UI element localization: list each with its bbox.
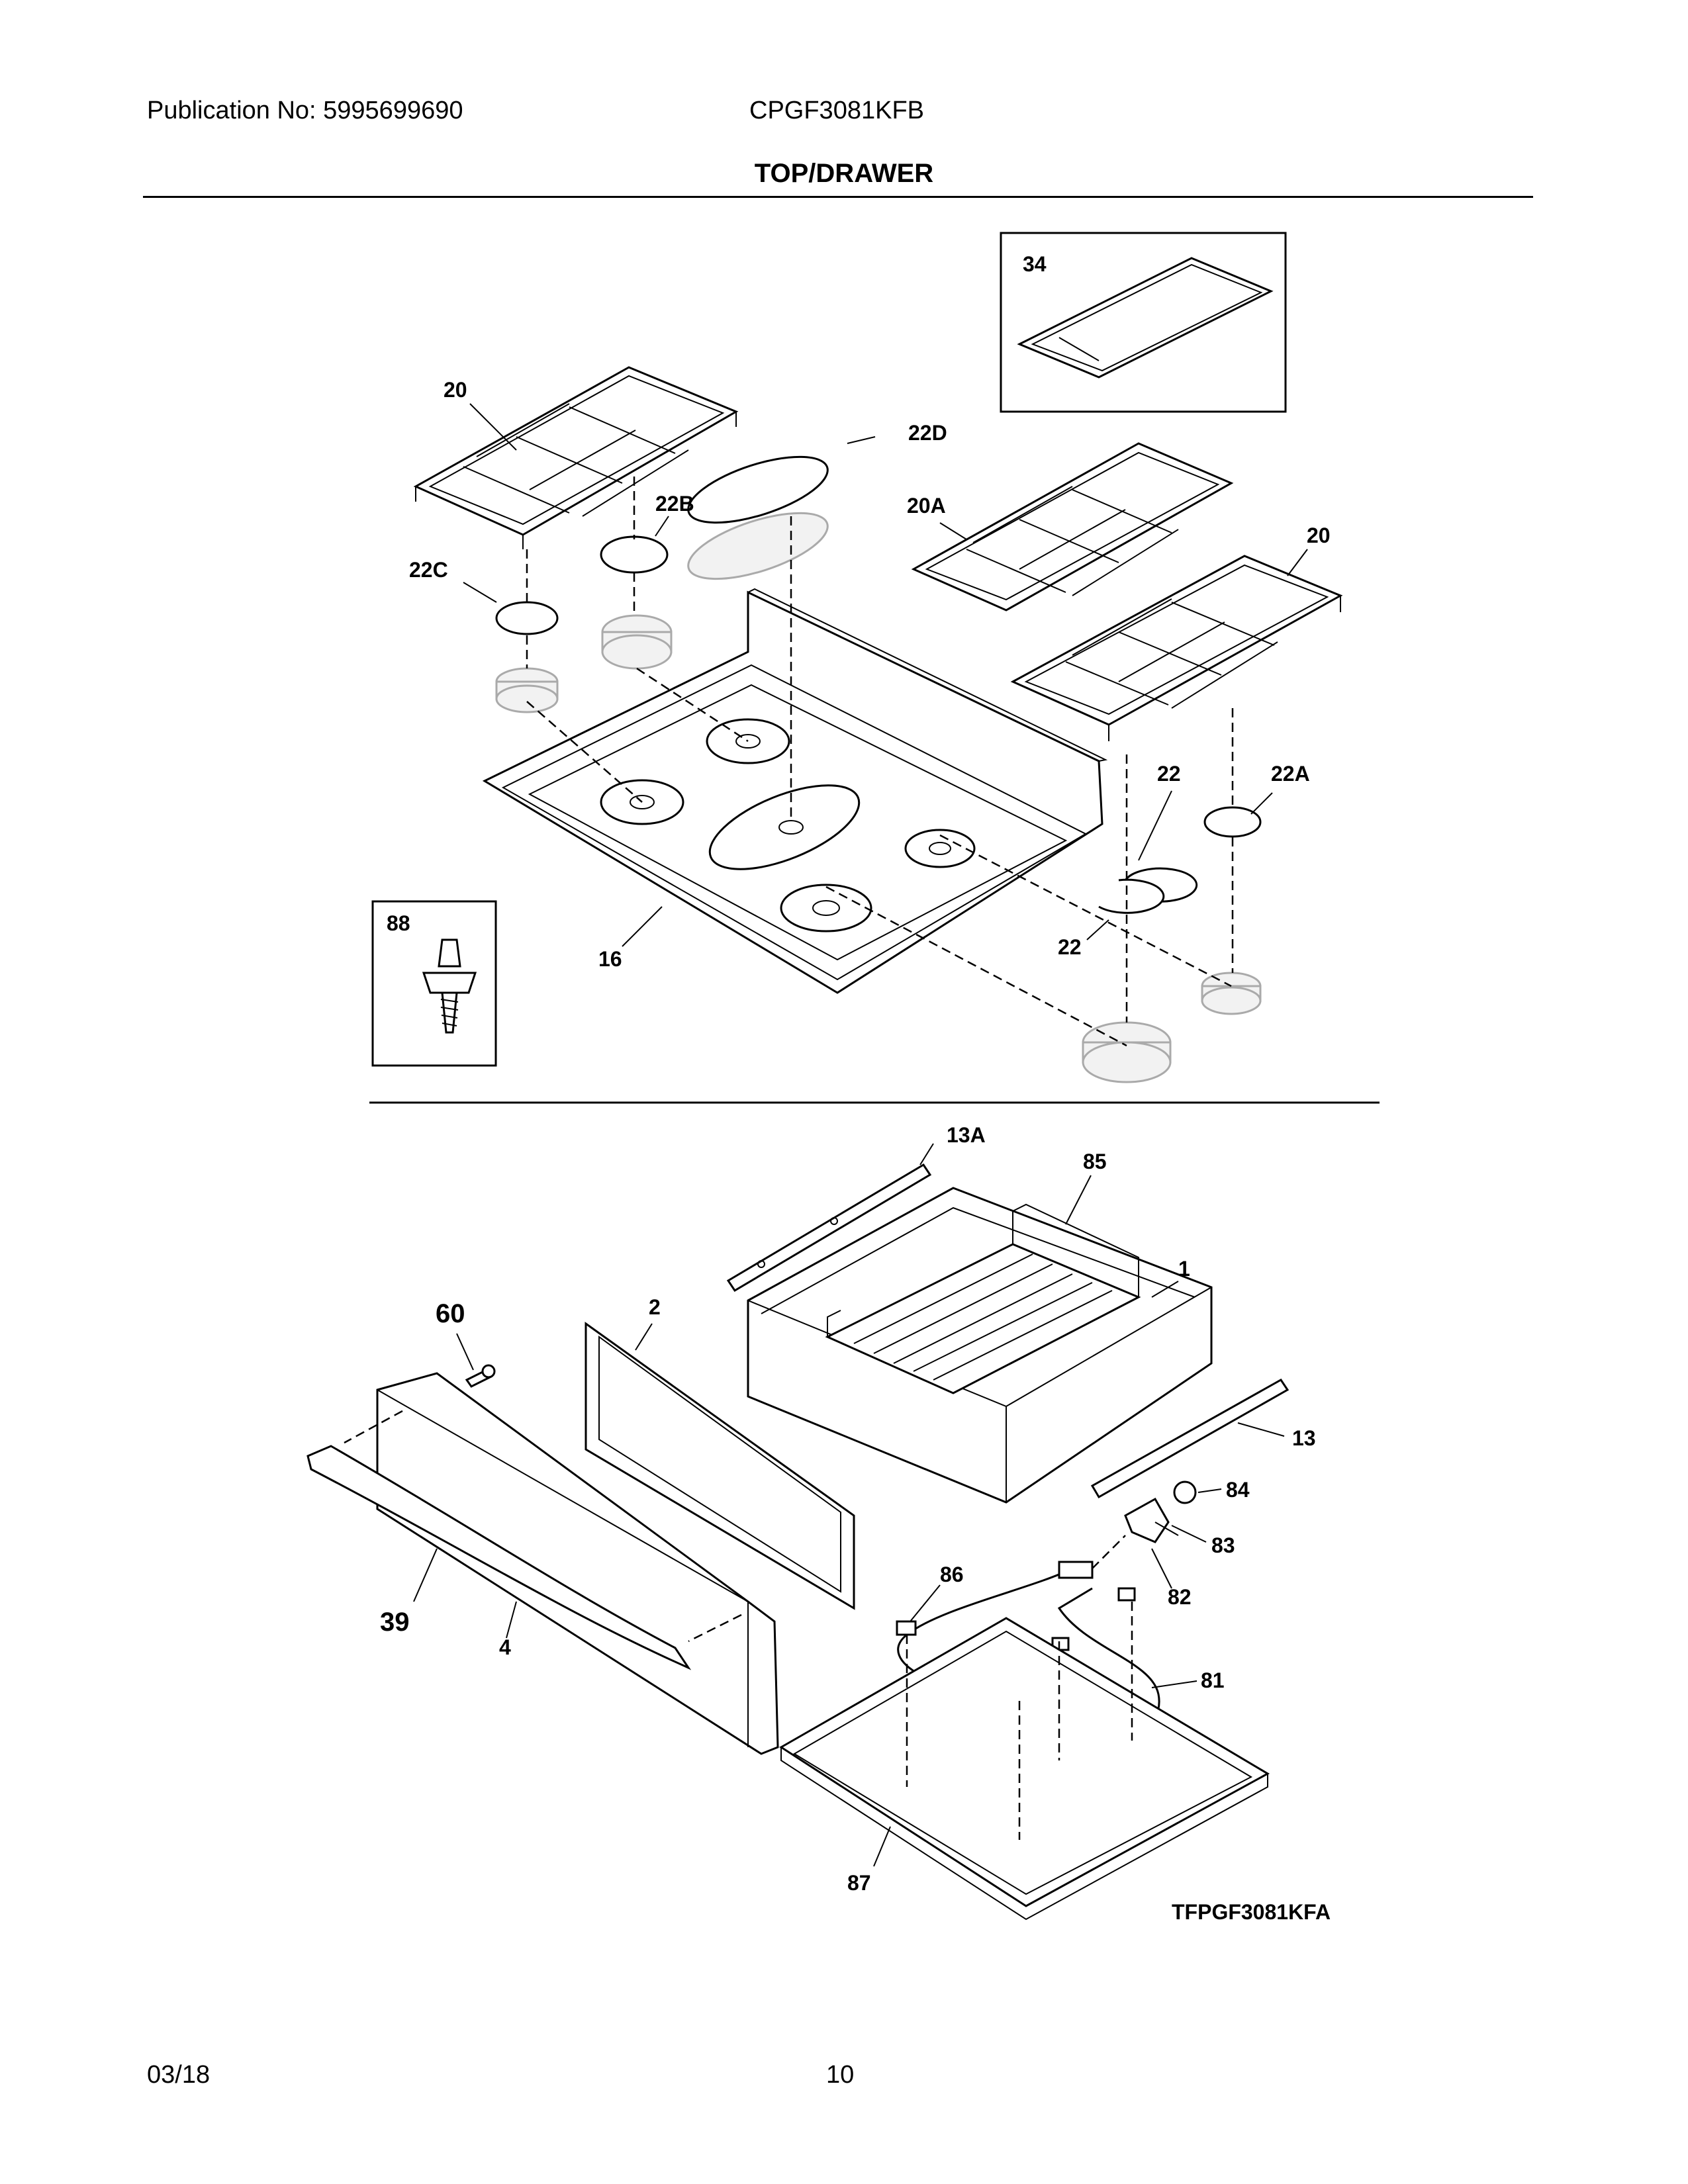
callout-22D: 22D <box>908 421 947 445</box>
callout-82: 82 <box>1168 1585 1192 1609</box>
callout-2: 2 <box>649 1295 661 1319</box>
section-title: TOP/DRAWER <box>754 159 934 188</box>
drawer-rack-85 <box>825 1203 1141 1394</box>
callout-22A: 22A <box>1271 762 1310 786</box>
element-bracket <box>1124 1480 1197 1543</box>
callout-81: 81 <box>1201 1668 1225 1692</box>
callout-20A: 20A <box>907 494 946 518</box>
callout-22: 22 <box>1157 762 1181 786</box>
inset-screw-88 <box>371 900 497 1067</box>
callout-22: 22 <box>1058 935 1082 959</box>
callout-13: 13 <box>1292 1426 1316 1450</box>
model-number: CPGF3081KFB <box>749 97 924 124</box>
alignment-lines-bottom <box>344 1410 1133 1840</box>
publication-number: Publication No: 5995699690 <box>147 97 463 124</box>
leaders-top <box>463 403 1308 947</box>
callout-22C: 22C <box>409 558 448 582</box>
clip <box>1117 1587 1136 1602</box>
callout-85: 85 <box>1083 1150 1107 1173</box>
drawer-bottom-87 <box>779 1617 1270 1921</box>
callout-88: 88 <box>387 911 410 935</box>
burner-base-ghost <box>601 614 673 670</box>
callout-84: 84 <box>1226 1478 1250 1502</box>
alignment-lines-top <box>526 477 1234 1047</box>
burner-base-ghost-4 <box>1082 1021 1172 1083</box>
callout-13A: 13A <box>947 1123 986 1147</box>
callout-87: 87 <box>847 1871 871 1895</box>
grate-right-front <box>1010 555 1343 741</box>
burner-cap-22B <box>600 535 669 574</box>
callout-39: 39 <box>380 1608 410 1637</box>
callout-20: 20 <box>1307 523 1331 547</box>
burner-base-ghost-3 <box>1201 972 1262 1015</box>
oval-burner-cap-22D <box>687 455 829 580</box>
callout-1: 1 <box>1178 1257 1190 1281</box>
screw-60 <box>465 1364 496 1388</box>
drawer-handle-39 <box>306 1445 692 1670</box>
callout-60: 60 <box>436 1299 465 1328</box>
grate-left <box>413 366 739 549</box>
grate-right-rear-20A <box>911 442 1234 612</box>
clip-86 <box>896 1620 917 1636</box>
callout-16: 16 <box>598 947 622 971</box>
burner-base-ghost-2 <box>495 667 559 713</box>
callout-34: 34 <box>1023 252 1047 276</box>
callout-4: 4 <box>499 1635 511 1659</box>
inset-griddle-34 <box>1000 232 1287 413</box>
burner-cap-22A <box>1203 806 1262 838</box>
drawer-slide-13 <box>1090 1379 1289 1499</box>
cooktop-16 <box>482 588 1108 994</box>
drawer-inner-panel-2 <box>585 1322 855 1610</box>
callout-83: 83 <box>1211 1533 1235 1557</box>
burner-cap-22C <box>495 601 559 635</box>
page-number: 10 <box>826 2061 855 2089</box>
drawer-slide-13A <box>726 1163 932 1293</box>
callout-86: 86 <box>940 1563 964 1586</box>
burner-ring-22 <box>1098 867 1198 914</box>
callout-22B: 22B <box>655 492 694 516</box>
drawing-id: TFPGF3081KFA <box>1172 1900 1331 1924</box>
leaders-bottom <box>413 1143 1285 1867</box>
header-rule <box>143 196 1533 198</box>
callout-20: 20 <box>444 378 467 402</box>
footer-date: 03/18 <box>147 2061 211 2089</box>
